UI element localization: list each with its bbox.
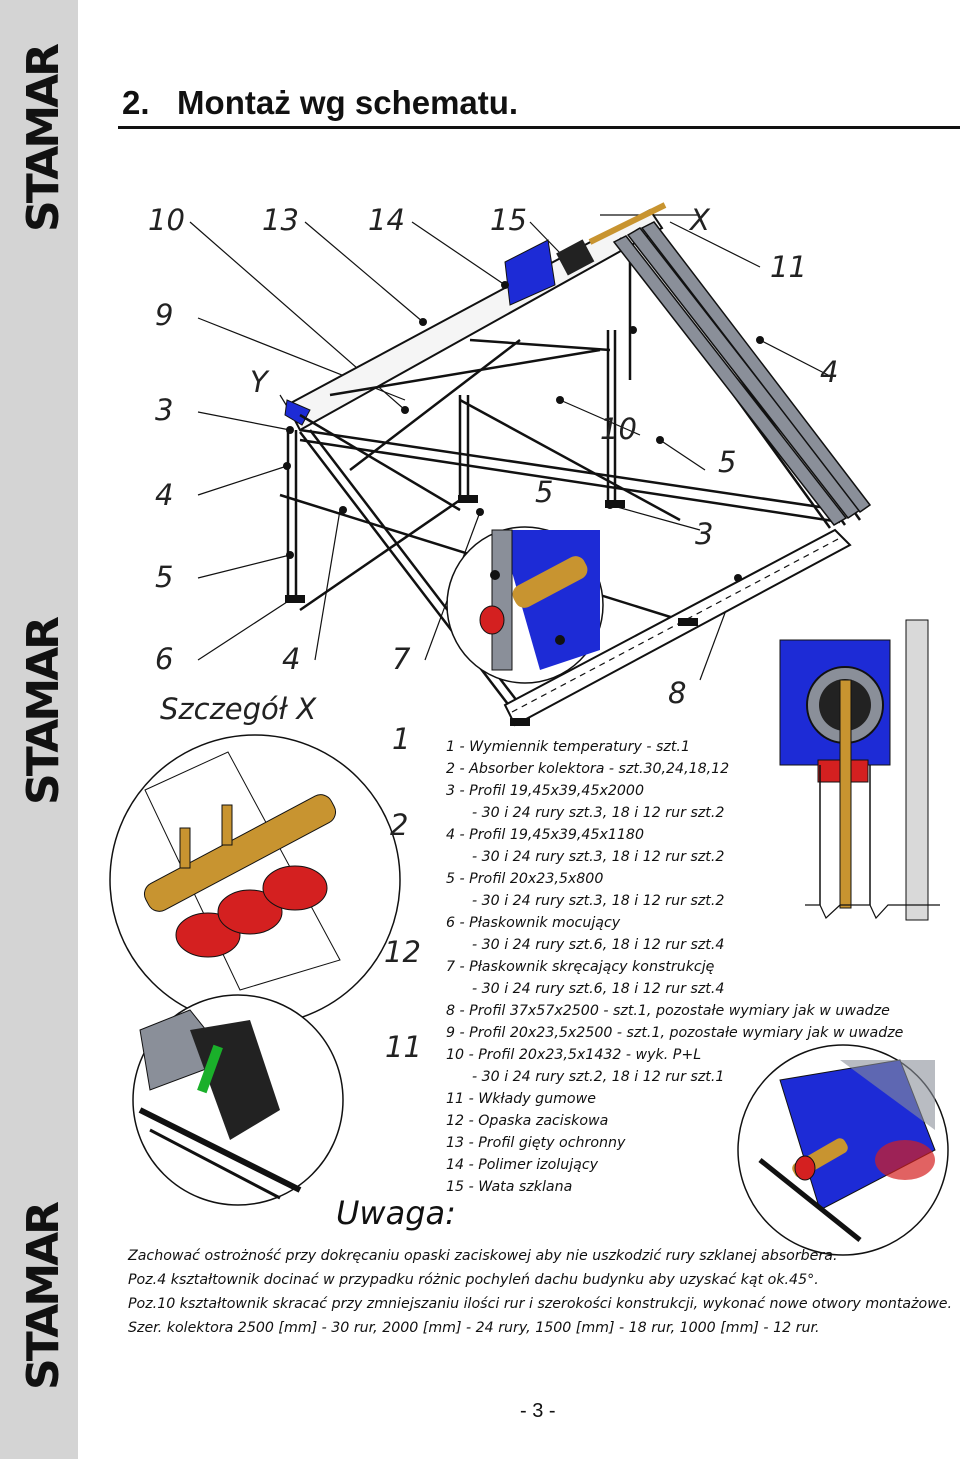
- callout-number: 14: [368, 203, 405, 237]
- legend-item: 14 - Polimer izolujący: [446, 1157, 599, 1173]
- note-heading: Uwaga:: [336, 1194, 456, 1232]
- callout-number: 1: [392, 722, 411, 756]
- legend-item: 5 - Profil 20x23,5x800: [446, 871, 604, 887]
- legend-item: 2 - Absorber kolektora - szt.30,24,18,12: [446, 761, 730, 777]
- page-number: - 3 -: [520, 1400, 556, 1422]
- callout-number: 15: [490, 203, 527, 237]
- legend-item: 7 - Płaskownik skręcający konstrukcję: [446, 959, 715, 975]
- legend-item: 15 - Wata szklana: [446, 1179, 573, 1195]
- detail-x-circle: [109, 734, 401, 1026]
- callout-number: 7: [392, 642, 411, 676]
- legend-item: 13 - Profil gięty ochronny: [446, 1135, 626, 1151]
- detail-tube-circle: [737, 1044, 949, 1256]
- callout-number: 5: [718, 445, 737, 479]
- callout-number: 11: [770, 250, 807, 284]
- legend-item: - 30 i 24 rury szt.3, 18 i 12 rur szt.2: [472, 893, 725, 909]
- callout-letter: Y: [250, 365, 268, 399]
- heading-rule: [118, 126, 960, 129]
- legend-item: 11 - Wkłady gumowe: [446, 1091, 596, 1107]
- parts-legend: 1 - Wymiennik temperatury - szt.1 2 - Abs…: [446, 736, 903, 1198]
- bolt-dots: [283, 281, 764, 582]
- legend-item: 1 - Wymiennik temperatury - szt.1: [446, 739, 690, 755]
- callout-number: 11: [385, 1030, 422, 1064]
- note-line: Szer. kolektora 2500 [mm] - 30 rur, 2000…: [128, 1320, 820, 1336]
- callout-number: 3: [155, 393, 174, 427]
- callout-number: 3: [695, 517, 714, 551]
- callout-number: 5: [535, 475, 554, 509]
- section-title: Montaż wg schematu.: [177, 84, 519, 121]
- legend-item: - 30 i 24 rury szt.6, 18 i 12 rur szt.4: [472, 937, 725, 953]
- callout-number: 4: [155, 478, 174, 512]
- legend-item: 8 - Profil 37x57x2500 - szt.1, pozostałe…: [446, 1003, 890, 1019]
- callout-number: 4: [282, 642, 301, 676]
- notes-block: Zachować ostrożność przy dokręcaniu opas…: [128, 1244, 952, 1340]
- callout-number: 5: [155, 560, 174, 594]
- callout-number: 10: [600, 412, 637, 446]
- detail-clamp-circle: [132, 994, 344, 1206]
- callout-number: 2: [390, 808, 409, 842]
- callout-number: 12: [384, 935, 421, 969]
- collector-frame: [284, 202, 667, 432]
- section-heading: 2. Montaż wg schematu.: [122, 84, 518, 122]
- note-line: Poz.4 kształtownik docinać w przypadku r…: [128, 1272, 819, 1288]
- legend-item: 4 - Profil 19,45x39,45x1180: [446, 827, 644, 843]
- callout-letter: X: [690, 203, 710, 237]
- legend-item: 3 - Profil 19,45x39,45x2000: [446, 783, 644, 799]
- legend-item: 10 - Profil 20x23,5x1432 - wyk. P+L: [446, 1047, 702, 1063]
- legend-item: 12 - Opaska zaciskowa: [446, 1113, 609, 1129]
- sidebar-strip: [0, 0, 78, 1459]
- vacuum-tubes: [612, 221, 872, 526]
- callout-number: 8: [668, 676, 687, 710]
- detail-y-circle: [446, 526, 604, 684]
- legend-item: - 30 i 24 rury szt.3, 18 i 12 rur szt.2: [472, 805, 725, 821]
- section-number: 2.: [122, 84, 150, 121]
- callout-number: 10: [148, 203, 185, 237]
- callout-number: 4: [820, 355, 839, 389]
- feet: [285, 495, 698, 726]
- legend-item: - 30 i 24 rury szt.6, 18 i 12 rur szt.4: [472, 981, 725, 997]
- callout-number: 6: [155, 642, 174, 676]
- legend-item: 9 - Profil 20x23,5x2500 - szt.1, pozosta…: [446, 1025, 904, 1041]
- note-line: Poz.10 kształtownik skracać przy zmniejs…: [128, 1296, 953, 1312]
- legend-item: - 30 i 24 rury szt.3, 18 i 12 rur szt.2: [472, 849, 725, 865]
- legend-item: - 30 i 24 rury szt.2, 18 i 12 rur szt.1: [472, 1069, 725, 1085]
- note-line: Zachować ostrożność przy dokręcaniu opas…: [128, 1248, 838, 1264]
- callout-number: 9: [155, 298, 174, 332]
- legend-item: 6 - Płaskownik mocujący: [446, 915, 621, 931]
- cross-section: [779, 619, 940, 921]
- detail-label: Szczegół X: [160, 692, 317, 726]
- callout-number: 13: [262, 203, 299, 237]
